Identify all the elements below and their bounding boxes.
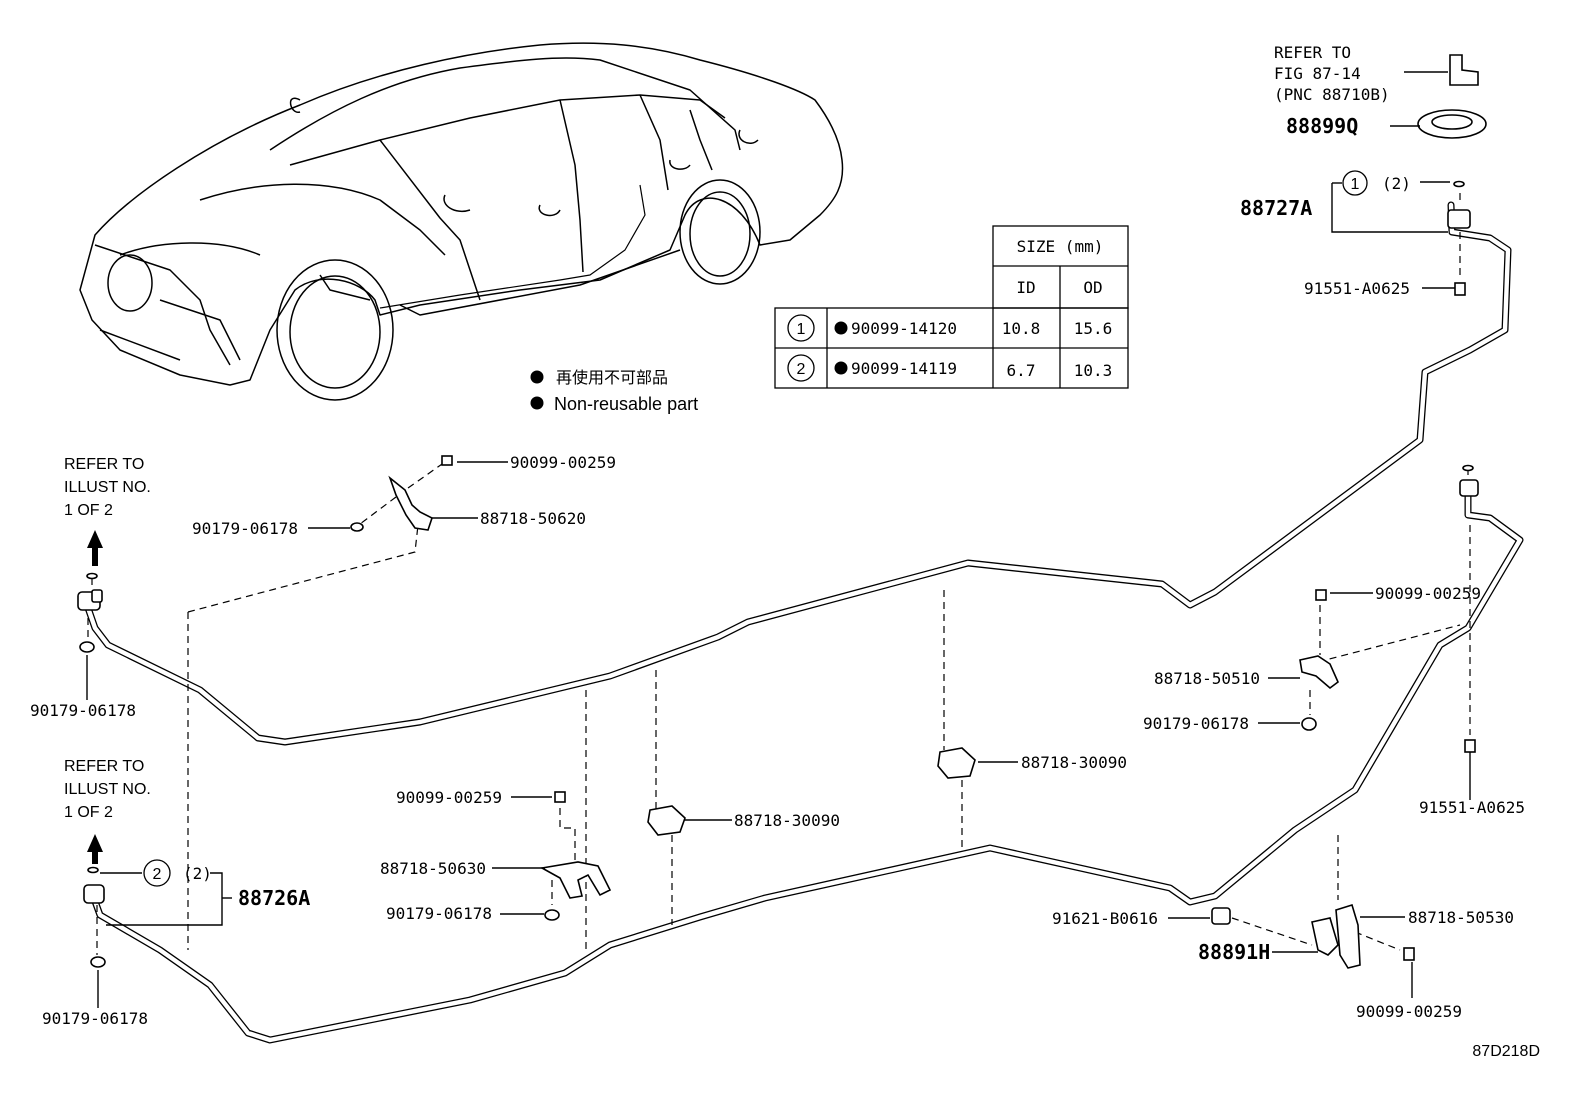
callout-88891H: 88891H — [1198, 940, 1270, 964]
legend: 再使用不可部品 Non-reusable part — [530, 368, 698, 414]
clip-nut-icon — [79, 641, 95, 653]
row2-part: 90099-14119 — [851, 359, 957, 378]
o-ring-icon — [1453, 180, 1465, 188]
row1-id: 10.8 — [1002, 319, 1041, 338]
row1-part: 90099-14120 — [851, 319, 957, 338]
callout-90179-left-top: 90179-06178 — [30, 701, 136, 720]
clip-nut-icon — [90, 956, 106, 968]
refer-illust-top: REFER TO ILLUST NO. 1 OF 2 — [64, 456, 151, 519]
clamp-icon — [388, 475, 433, 531]
callout-91551-top: 91551-A0625 — [1304, 279, 1410, 298]
refer-illust-bottom: REFER TO ILLUST NO. 1 OF 2 — [64, 758, 151, 821]
refer-illust-top-line2: ILLUST NO. — [64, 479, 151, 496]
callout-90179-clip: 90179-06178 — [192, 519, 298, 538]
callout-88727A: 88727A — [1240, 196, 1312, 220]
non-reusable-dot-icon — [530, 396, 544, 410]
brake-lines — [82, 201, 1524, 1044]
row2-od: 10.3 — [1074, 361, 1113, 380]
refer-illust-bottom-line2: ILLUST NO. — [64, 781, 151, 798]
callout-90179-mid: 90179-06178 — [386, 904, 492, 923]
union-fitting-left-top — [77, 589, 103, 611]
circled-1: 1 — [1351, 176, 1360, 193]
callout-88718-50620: 88718-50620 — [480, 509, 586, 528]
refer-fig-line2: FIG 87-14 — [1274, 64, 1361, 83]
refer-illust-top-line3: 1 OF 2 — [64, 502, 113, 519]
car-illustration — [79, 42, 844, 401]
arrow-up-icon — [87, 530, 103, 566]
callout-90099-top: 90099-00259 — [510, 453, 616, 472]
bolt-icon — [1315, 589, 1327, 601]
clamp-icon — [539, 861, 612, 899]
col-od: OD — [1083, 278, 1102, 297]
clamp-icon — [1299, 655, 1339, 690]
col-id: ID — [1016, 278, 1035, 297]
non-reusable-dot-icon — [834, 361, 848, 375]
union-fitting-top — [1447, 209, 1471, 229]
figure-code: 87D218D — [1472, 1043, 1540, 1060]
callout-90179-right: 90179-06178 — [1143, 714, 1249, 733]
non-reusable-dot-icon — [834, 321, 848, 335]
callout-88899Q: 88899Q — [1286, 114, 1358, 138]
callout-91551-right: 91551-A0625 — [1419, 798, 1525, 817]
callout-88718-30090-right: 88718-30090 — [1021, 753, 1127, 772]
bolt-icon — [554, 791, 566, 803]
clip-nut-icon — [1301, 717, 1317, 731]
refer-illust-bottom-line1: REFER TO — [64, 758, 144, 775]
arrow-up-icon — [87, 834, 103, 864]
oring-note-1: (2) — [1382, 174, 1411, 193]
callout-90179-left-bottom: 90179-06178 — [42, 1009, 148, 1028]
callout-90099-right: 90099-00259 — [1375, 584, 1481, 603]
oring-callouts: 1 (2) 2 (2) — [143, 170, 1411, 887]
callout-90099-mid: 90099-00259 — [396, 788, 502, 807]
refer-fig-line1: REFER TO — [1274, 43, 1351, 62]
bolt-icon — [441, 455, 453, 466]
o-ring-icon — [86, 572, 98, 580]
row1-od: 15.6 — [1074, 319, 1113, 338]
size-header: SIZE (mm) — [1017, 237, 1104, 256]
callout-88718-50530: 88718-50530 — [1408, 908, 1514, 927]
oring-note-2: (2) — [183, 864, 212, 883]
row2-id: 6.7 — [1007, 361, 1036, 380]
cushion-clamp-icon — [647, 805, 686, 836]
union-fitting-left-bottom — [83, 884, 105, 904]
callout-91621: 91621-B0616 — [1052, 909, 1158, 928]
callout-90099-bottom: 90099-00259 — [1356, 1002, 1462, 1021]
o-ring-icon — [1462, 464, 1474, 472]
bolt-icon — [1464, 739, 1476, 753]
legend-jp: 再使用不可部品 — [556, 368, 668, 387]
callout-88718-50510: 88718-50510 — [1154, 669, 1260, 688]
leader-lines — [86, 71, 1471, 1008]
callout-88718-30090-mid: 88718-30090 — [734, 811, 840, 830]
clip-nut-icon — [350, 522, 364, 532]
row1-index: 1 — [797, 321, 806, 338]
bolt-icon — [1211, 907, 1231, 925]
circled-2: 2 — [153, 866, 162, 883]
o-ring-icon — [87, 866, 99, 874]
parts — [77, 54, 1487, 969]
callout-88718-50630: 88718-50630 — [380, 859, 486, 878]
clip-nut-icon — [544, 909, 560, 921]
clamp-icon — [1335, 903, 1361, 969]
refer-fig-line3: (PNC 88710B) — [1274, 85, 1390, 104]
lower-pipe — [88, 481, 1524, 1044]
upper-pipe — [82, 201, 1512, 746]
callout-88726A: 88726A — [238, 886, 310, 910]
refer-illust-bottom-line3: 1 OF 2 — [64, 804, 113, 821]
bolt-icon — [1403, 947, 1415, 961]
refer-fig-note: REFER TO FIG 87-14 (PNC 88710B) — [1274, 43, 1390, 104]
part-callouts: 88899Q 88727A 91551-A0625 90099-00259 88… — [30, 114, 1525, 1028]
union-fitting-right — [1459, 479, 1479, 497]
bolt-icon — [1454, 282, 1466, 296]
row2-index: 2 — [797, 361, 806, 378]
connector-icon — [1449, 54, 1479, 86]
non-reusable-dot-icon — [530, 370, 544, 384]
cushion-clamp-icon — [937, 747, 976, 779]
legend-en: Non-reusable part — [554, 394, 698, 414]
bracket-icon — [1311, 917, 1339, 956]
size-table: SIZE (mm) ID OD 1 90099-14120 10.8 15.6 … — [774, 225, 1129, 389]
refer-illust-top-line1: REFER TO — [64, 456, 144, 473]
